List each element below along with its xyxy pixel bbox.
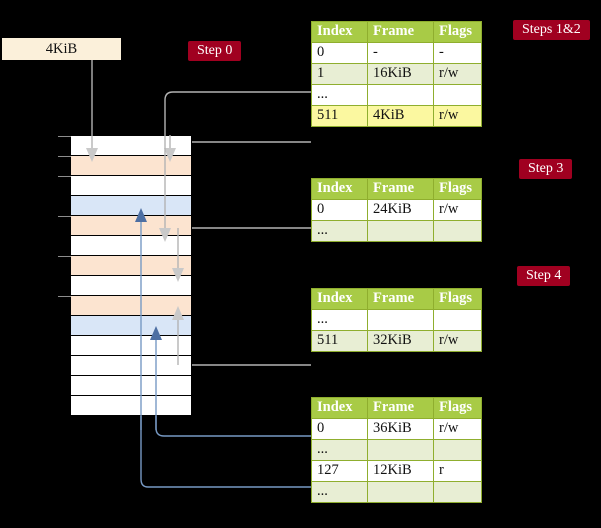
column-header: Flags — [433, 288, 482, 310]
table-cell: 511 — [311, 105, 368, 127]
table-row: ... — [311, 481, 482, 503]
table-cell — [367, 84, 434, 106]
memory-row — [71, 355, 191, 375]
table-cell: 32KiB — [367, 330, 434, 352]
column-header: Index — [311, 21, 368, 43]
column-header: Frame — [367, 397, 434, 419]
table-row: 0-- — [311, 42, 482, 64]
table-cell: r/w — [433, 105, 482, 127]
column-header: Index — [311, 397, 368, 419]
physical-memory-column — [70, 135, 192, 416]
memory-row — [71, 315, 191, 335]
wire-pdpt-to-memory — [177, 227, 311, 268]
table-cell — [433, 84, 482, 106]
table-cell — [433, 481, 482, 503]
table-cell: 24KiB — [367, 199, 434, 221]
source-frame-label: 4KiB — [45, 40, 78, 57]
table-cell — [367, 309, 434, 331]
table-cell: r/w — [433, 63, 482, 85]
table-cell: ... — [311, 481, 368, 503]
table-cell — [433, 309, 482, 331]
column-header: Index — [311, 288, 368, 310]
column-header: Frame — [367, 178, 434, 200]
table-row: ... — [311, 220, 482, 242]
table-cell: r/w — [433, 199, 482, 221]
table-cell: r/w — [433, 330, 482, 352]
table-cell: 4KiB — [367, 105, 434, 127]
table-row: ... — [311, 84, 482, 106]
memory-row — [71, 155, 191, 175]
step-label-step4: Step 4 — [517, 266, 571, 287]
memory-row — [71, 235, 191, 255]
table-cell — [433, 439, 482, 461]
column-header: Frame — [367, 21, 434, 43]
memory-row — [71, 295, 191, 315]
table-cell: r/w — [433, 418, 482, 440]
column-header: Flags — [433, 397, 482, 419]
table-cell — [367, 481, 434, 503]
table-cell: - — [433, 42, 482, 64]
memory-row — [71, 215, 191, 235]
table-cell: 0 — [311, 418, 368, 440]
source-frame-box: 4KiB — [2, 38, 121, 60]
table-cell — [433, 220, 482, 242]
memory-row — [71, 395, 191, 415]
table-cell: 1 — [311, 63, 368, 85]
table-row: ... — [311, 309, 482, 331]
memory-tick-0 — [58, 136, 71, 137]
memory-tick-6 — [58, 256, 71, 257]
table-cell: 127 — [311, 460, 368, 482]
table-cell: 16KiB — [367, 63, 434, 85]
memory-row — [71, 275, 191, 295]
column-header: Frame — [367, 288, 434, 310]
table-cell: ... — [311, 439, 368, 461]
memory-tick-8 — [58, 296, 71, 297]
table-cell: ... — [311, 220, 368, 242]
memory-row — [71, 375, 191, 395]
table-cell: 511 — [311, 330, 368, 352]
memory-tick-1 — [58, 156, 71, 157]
table-cell — [367, 439, 434, 461]
column-header: Flags — [433, 21, 482, 43]
table-row: ... — [311, 439, 482, 461]
memory-row — [71, 255, 191, 275]
column-header: Flags — [433, 178, 482, 200]
memory-tick-4 — [58, 216, 71, 217]
memory-tick-2 — [58, 176, 71, 177]
table-cell: 12KiB — [367, 460, 434, 482]
table-cell: - — [367, 42, 434, 64]
memory-row — [71, 135, 191, 155]
table-cell: ... — [311, 309, 368, 331]
step-label-step3: Step 3 — [519, 159, 573, 180]
memory-row — [71, 335, 191, 355]
wire-pd-to-memory — [177, 320, 311, 366]
table-cell: 0 — [311, 199, 368, 221]
column-header: Index — [311, 178, 368, 200]
table-cell: 36KiB — [367, 418, 434, 440]
memory-row — [71, 175, 191, 195]
table-cell: ... — [311, 84, 368, 106]
table-cell: r — [433, 460, 482, 482]
memory-row — [71, 195, 191, 215]
step-label-step0: Step 0 — [188, 41, 242, 62]
table-cell: 0 — [311, 42, 368, 64]
table-cell — [367, 220, 434, 242]
step-label-steps-1-and-2: Steps 1&2 — [513, 20, 590, 41]
